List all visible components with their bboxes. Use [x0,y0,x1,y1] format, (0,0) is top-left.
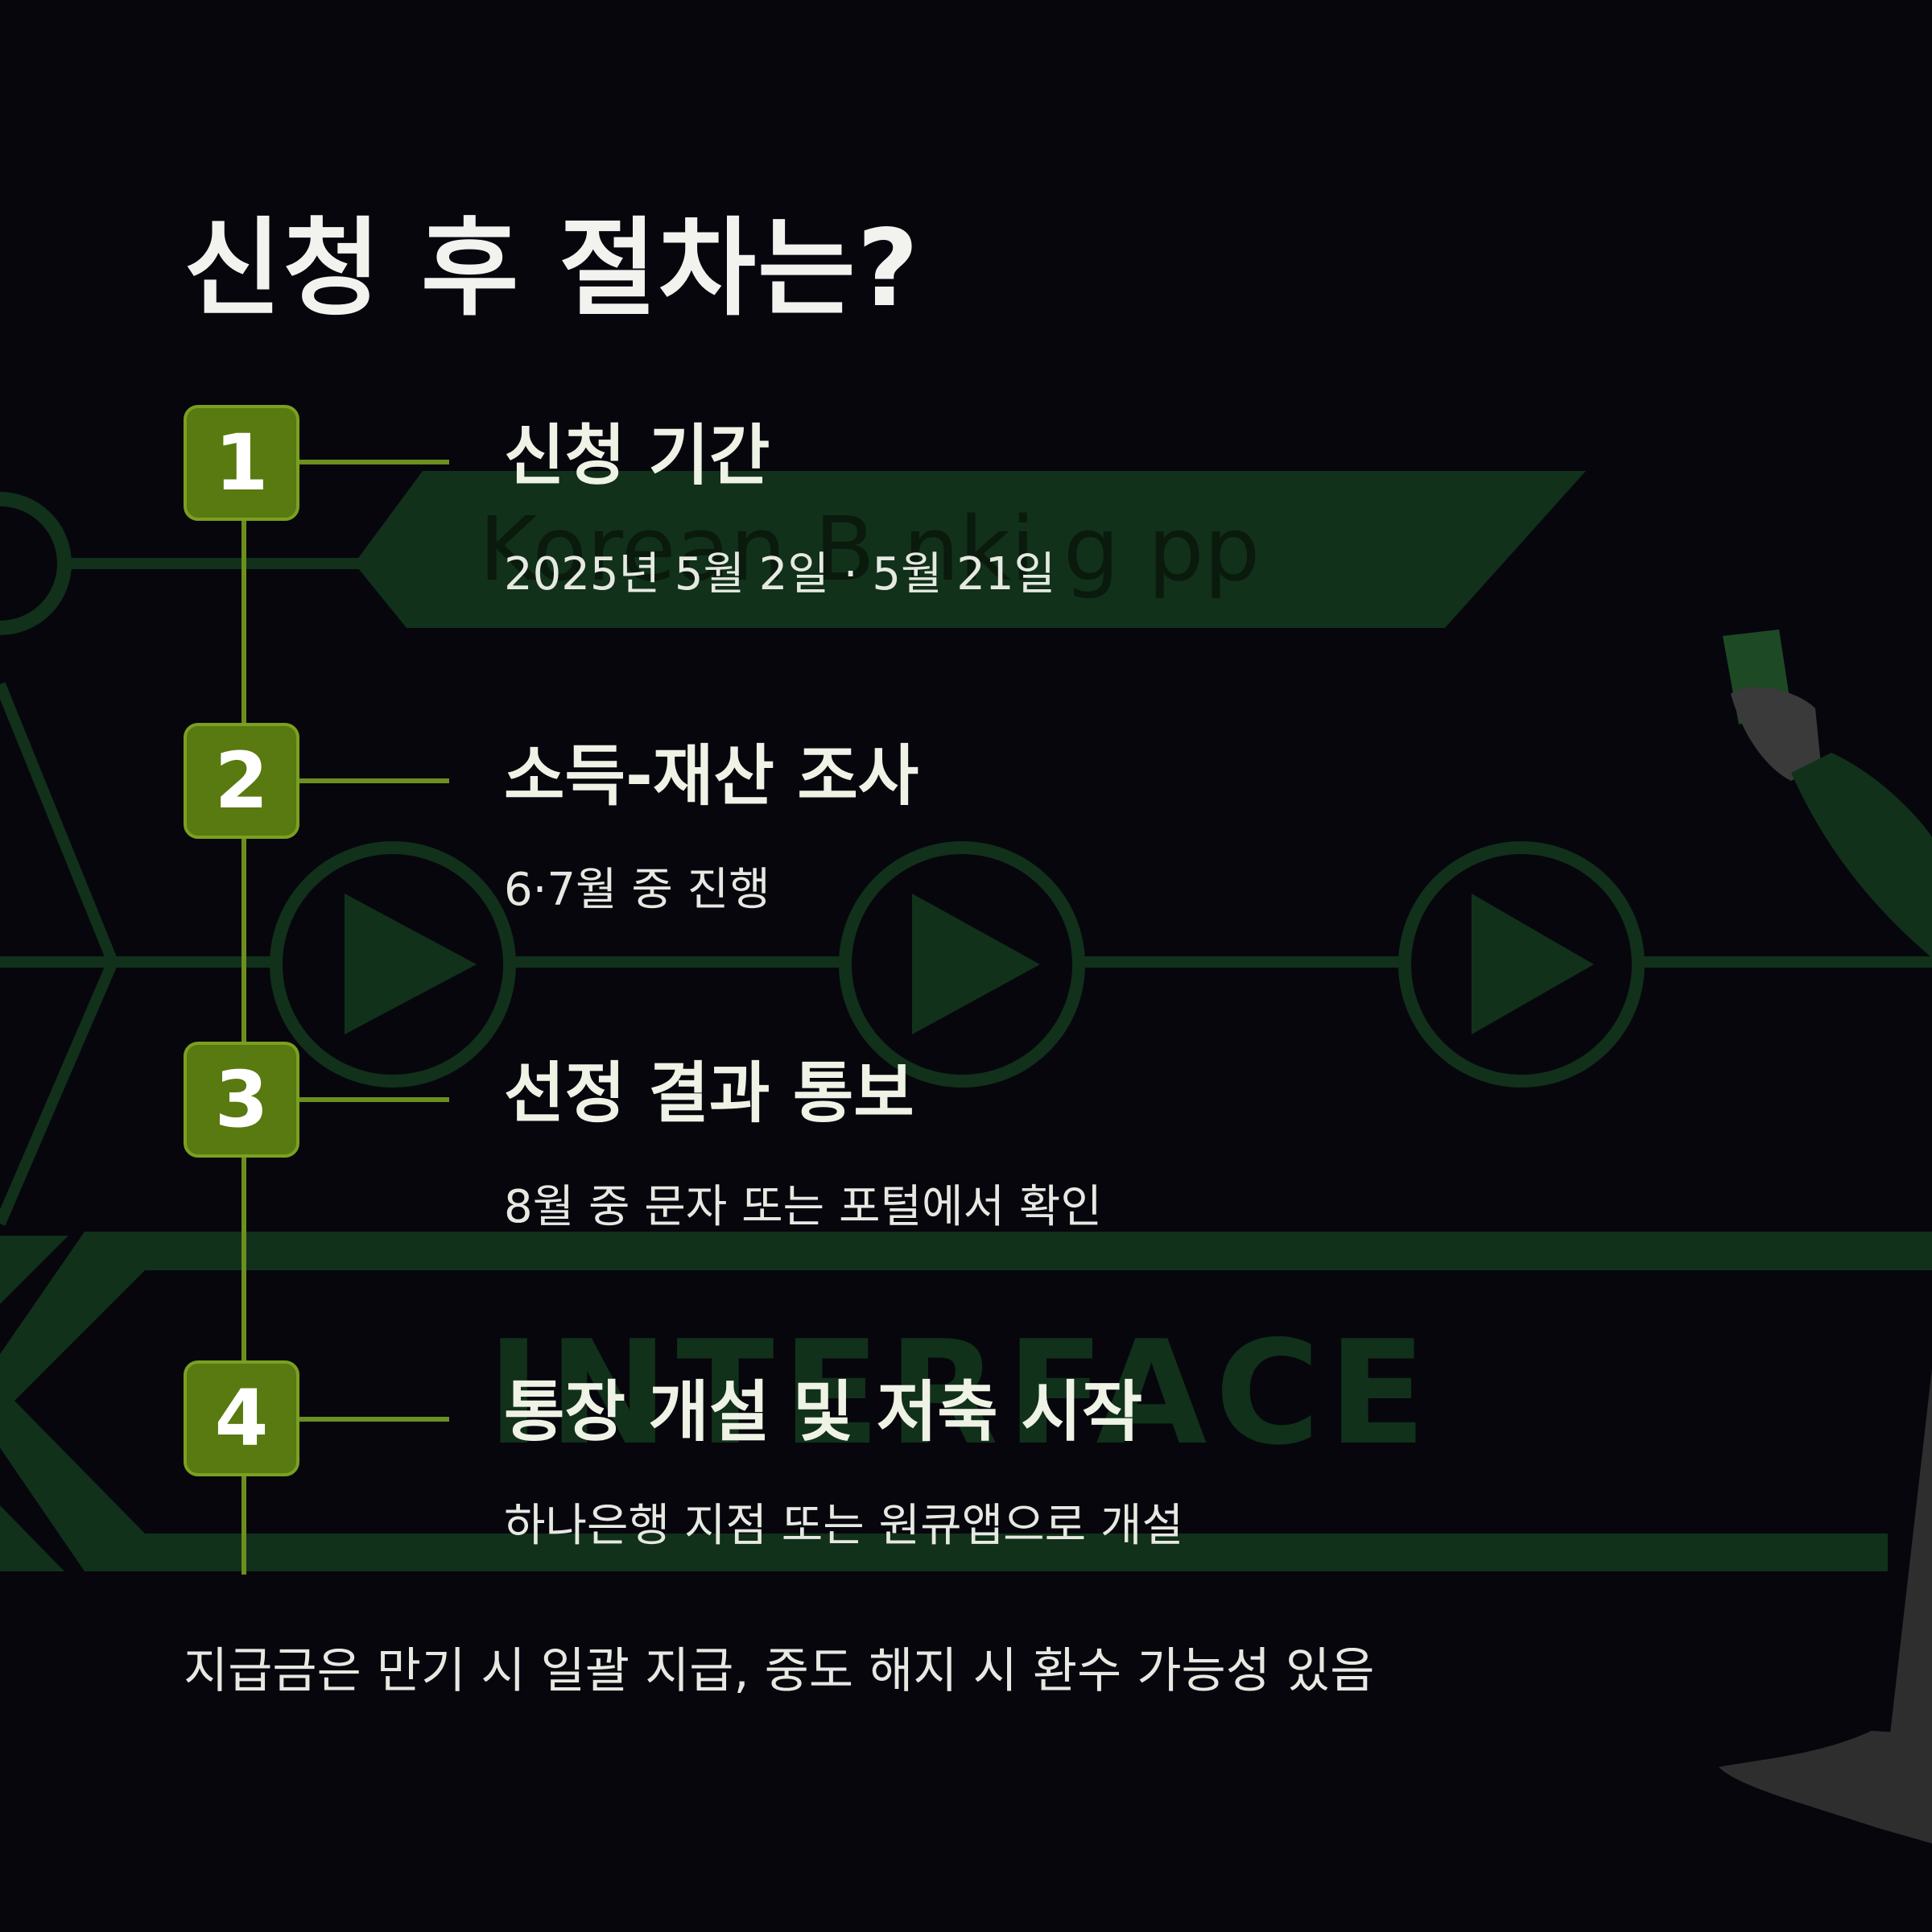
banner-shape [354,471,1586,628]
step-number-badge: 4 [184,1360,299,1476]
decorative-circle [0,492,72,635]
step-description: 하나은행 지점 또는 원큐앱으로 개설 [504,1500,1184,1552]
page-title: 신청 후 절차는? [184,207,921,331]
step-connector [299,778,449,783]
decorative-zigzag [0,682,119,1226]
interface-text: INTERFACE [487,1310,1434,1476]
timeline-line [242,483,246,1575]
play-icon [270,841,516,1088]
step-description: 6·7월 중 진행 [504,864,770,916]
play-icon [839,841,1085,1088]
step-title: 소득-재산 조사 [504,738,919,815]
step-title: 통장 개설 및 저축 시작 [504,1374,1143,1451]
banner-text: Korean B nki g pp [479,497,1260,601]
step-description: 2025년 5월 2일 · 5월 21일 [504,548,1056,601]
interface-frame [0,1232,1932,1571]
step-connector [299,460,449,464]
step-number-badge: 2 [184,723,299,839]
step-connector [299,1417,449,1422]
person-holding-phone-illustration [1719,630,1932,1843]
step-description: 8월 중 문자 또는 포털에서 확인 [504,1181,1102,1233]
step-number-badge: 1 [184,405,299,521]
play-icon [1398,841,1645,1088]
step-title: 선정 결과 통보 [504,1055,914,1132]
footnote: 지급금은 만기 시 일괄 지급, 중도 해지 시 환수 가능성 있음 [184,1643,1375,1699]
step-title: 신청 기간 [504,418,770,494]
step-number-badge: 3 [184,1042,299,1158]
step-connector [299,1097,449,1102]
